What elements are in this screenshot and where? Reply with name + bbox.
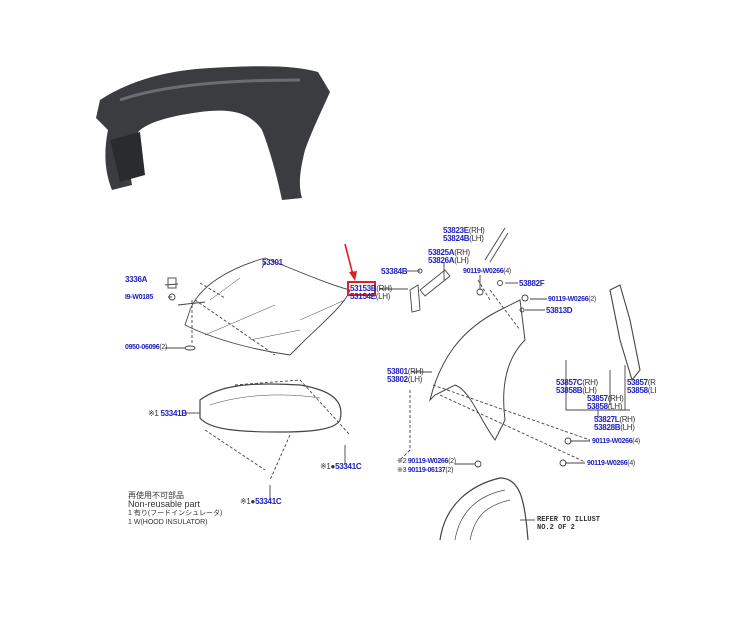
part-label-53824b[interactable]: 53824B(LH)	[443, 235, 484, 243]
red-arrow-icon	[344, 243, 357, 281]
side: (LH)	[607, 402, 623, 411]
note-line-2: 1 W(HOOD INSULATOR)	[128, 519, 208, 526]
part-label-53341c-bottom[interactable]: ※1●53341C	[240, 497, 282, 506]
notes-block: 再使用不可部品 Non-reusable part 1 有り(フードインシュレー…	[128, 491, 222, 527]
quantity: (2)	[448, 458, 456, 465]
part-number: 90119-W0266	[463, 268, 504, 275]
part-label-bolt-fender-2[interactable]: 90119-W0266(4)	[587, 460, 635, 467]
part-label-53341b[interactable]: ※1 53341B	[148, 410, 187, 418]
note-mark: ※1●	[240, 497, 256, 506]
highlight-box	[347, 281, 376, 296]
part-number: 53154E	[350, 292, 376, 301]
side: (RH)	[582, 378, 598, 387]
part-label-53858[interactable]: 53858(LH)	[587, 403, 622, 411]
note-mark: ※2	[397, 458, 407, 465]
part-label-53384b[interactable]: 53384B	[381, 267, 408, 276]
quantity: (2)	[445, 467, 454, 474]
part-label-53826a[interactable]: 53826A(LH)	[428, 257, 469, 265]
part-number: 53858B	[556, 386, 583, 395]
part-number: 53802	[387, 375, 408, 384]
part-label-53153b[interactable]: 53153B(RH)	[350, 285, 392, 293]
part-label-bolt-fender-1[interactable]: 90119-W0266(4)	[592, 438, 640, 445]
part-label-bolt-top[interactable]: 90119-W0266(4)	[463, 268, 511, 275]
note-mark: ※1●	[320, 462, 336, 471]
side: (LH)	[375, 292, 391, 301]
quantity: (2)	[159, 344, 168, 351]
part-label-53341c-right[interactable]: ※1●53341C	[320, 462, 362, 471]
part-label-53828b[interactable]: 53828B(LH)	[594, 424, 635, 432]
note-mark: ※3	[397, 467, 407, 474]
part-label-bolt[interactable]: I9-W0185	[125, 294, 153, 301]
part-number: 53858	[587, 402, 608, 411]
part-label-53823e[interactable]: 53823E(RH)	[443, 226, 485, 235]
part-label-53882f[interactable]: 53882F	[519, 279, 545, 288]
part-number: 53801	[387, 367, 408, 376]
side: (RH)	[619, 415, 636, 424]
part-label-bolt-right[interactable]: 90119-W0266(2)	[548, 296, 596, 303]
part-label-53813d[interactable]: 53813D	[546, 306, 573, 315]
part-number: 90119-W0266	[407, 458, 449, 465]
quantity: (2)	[588, 296, 596, 303]
part-label-cushion[interactable]: 0950-06096(2)	[125, 344, 167, 351]
part-label-hinge[interactable]: 3336A	[125, 275, 148, 284]
part-number: 53153B	[350, 284, 377, 293]
part-label-53802[interactable]: 53802(LH)	[387, 376, 422, 384]
part-label-hood[interactable]: 53301	[262, 258, 283, 267]
fender-liner-photo	[96, 66, 330, 200]
side: (LH)	[582, 386, 597, 395]
part-number: 53824B	[443, 234, 470, 243]
side: (RH)	[468, 226, 485, 235]
part-label-53154e[interactable]: 53154E(LH)	[350, 293, 390, 301]
quantity: (4)	[632, 438, 640, 445]
note-line-1: 1 有り(フードインシュレータ)	[128, 510, 223, 517]
part-label-53825a[interactable]: 53825A(RH)	[428, 249, 470, 257]
note-mark: ※1	[148, 409, 159, 418]
part-label-53857[interactable]: 53857(RH)	[587, 394, 624, 403]
part-number: 53827L	[594, 415, 620, 424]
part-number: 53857C	[556, 378, 583, 387]
quantity: (4)	[627, 460, 635, 467]
part-label-53857-right[interactable]: 53857(R	[627, 379, 656, 387]
part-number: 90119-W0266	[587, 460, 628, 467]
side: (LH)	[469, 234, 484, 243]
refer-line-1: REFER TO ILLUST	[537, 516, 601, 524]
part-number: 90119-06137	[407, 467, 446, 474]
side: (LH)	[454, 256, 469, 265]
side: (RH)	[454, 248, 470, 257]
side: (RH)	[407, 367, 424, 376]
quantity: (4)	[503, 268, 511, 275]
part-label-53858b[interactable]: 53858B(LH)	[556, 387, 597, 395]
part-number: 0950-06096	[125, 344, 160, 351]
part-number: 53825A	[428, 248, 455, 257]
side: (RH)	[376, 284, 392, 293]
part-label-53801[interactable]: 53801(RH)	[387, 367, 424, 376]
part-number: 90119-W0266	[592, 438, 633, 445]
side: (LI	[647, 386, 657, 395]
part-label-53858-right[interactable]: 53858(LI	[627, 386, 657, 395]
side: (LH)	[620, 423, 635, 432]
part-label-53857c[interactable]: 53857C(RH)	[556, 379, 598, 387]
part-number: 53826A	[428, 256, 455, 265]
side: (LH)	[407, 375, 423, 384]
part-number: 53823E	[443, 226, 469, 235]
part-number: 53341C	[335, 462, 362, 471]
side: (R	[647, 378, 656, 387]
part-number: 53341C	[255, 497, 282, 506]
note-jp-title: 再使用不可部品	[128, 491, 184, 500]
side: (RH)	[607, 394, 624, 403]
part-number: 53341B	[160, 409, 188, 418]
part-label-bolt-x3[interactable]: ※3 90119-06137(2)	[397, 467, 453, 474]
part-number: 90119-W0266	[548, 296, 589, 303]
refer-line-2: NO.2 OF 2	[537, 524, 575, 532]
part-number: 53857	[587, 394, 608, 403]
note-en-title: Non-reusable part	[128, 499, 201, 509]
part-number: 53828B	[594, 423, 621, 432]
part-label-bolt-x2[interactable]: ※2 90119-W0266(2)	[397, 458, 456, 465]
part-label-53827l[interactable]: 53827L(RH)	[594, 416, 635, 424]
part-number: 53857	[627, 378, 648, 387]
part-number: 53858	[627, 386, 648, 395]
